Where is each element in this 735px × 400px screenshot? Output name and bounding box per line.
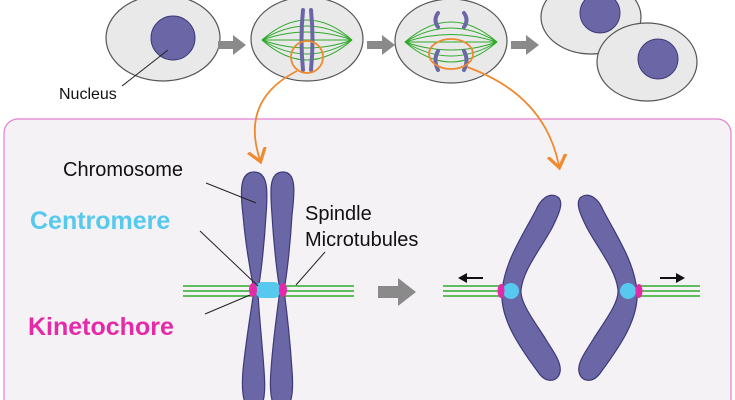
nucleus-pointer [121, 49, 169, 87]
spindle-microtubules-right [443, 285, 700, 297]
zoom-arrow-right [466, 66, 559, 166]
spindle-fibers [404, 21, 498, 63]
cell-interphase [105, 0, 221, 82]
right-arrow-icon [660, 273, 685, 283]
spindle-label: Spindle Microtubules [305, 203, 418, 251]
centromere [620, 283, 636, 299]
nucleus-label: Nucleus [59, 86, 117, 103]
daughter-cell-2 [596, 22, 698, 102]
nucleus [579, 0, 621, 34]
left-arrow-icon [458, 273, 483, 283]
centromere-pointer [199, 230, 259, 287]
spindle-pointer [295, 251, 326, 286]
anaphase-chromosomes [433, 11, 469, 72]
kinetochore [497, 284, 505, 298]
centromere [256, 282, 280, 298]
centromere-label: Centromere [30, 207, 170, 235]
spindle-label-line1: Spindle [305, 203, 372, 225]
spindle-label-line2: Microtubules [305, 229, 418, 251]
kinetochore [249, 283, 257, 297]
zoom-arrow-left [255, 70, 298, 160]
cell-metaphase [250, 0, 364, 82]
nucleus [150, 15, 196, 61]
step-arrow-icon [218, 35, 246, 55]
detail-panel [3, 118, 732, 400]
chromosome-pointer [205, 182, 257, 204]
chromosome-label: Chromosome [63, 159, 183, 181]
step-arrow-icon [511, 35, 539, 55]
highlight-circle [428, 38, 474, 70]
kinetochore-label: Kinetochore [28, 313, 174, 341]
kinetochore [635, 284, 643, 298]
kinetochore [279, 283, 287, 297]
highlight-circle [290, 40, 324, 74]
nucleus [637, 38, 679, 80]
spindle-fibers [261, 19, 353, 61]
kinetochore-pointer [204, 294, 251, 315]
cell-anaphase [394, 0, 508, 84]
centromere [503, 283, 519, 299]
step-arrow-icon [367, 35, 395, 55]
separated-chromatids [501, 194, 638, 381]
metaphase-chromosomes [299, 8, 315, 72]
step-arrow-icon [378, 278, 416, 306]
